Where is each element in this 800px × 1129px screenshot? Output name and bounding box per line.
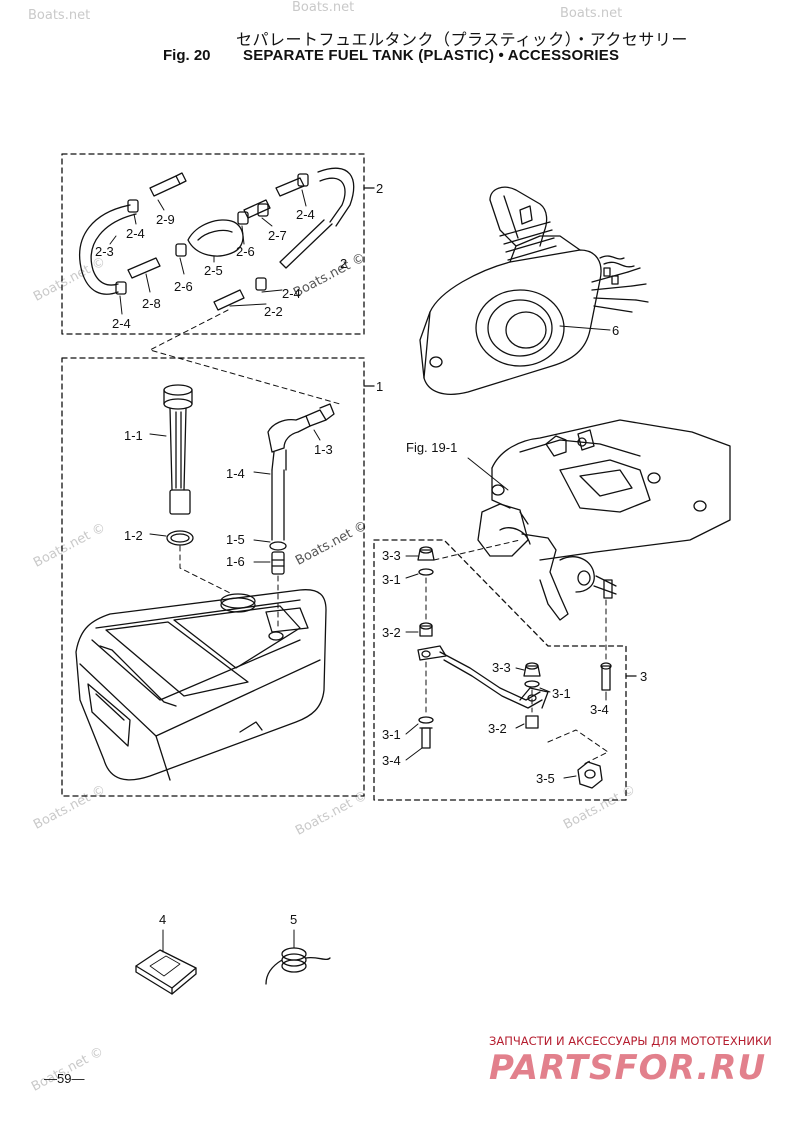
callout-3-3: 3-3 bbox=[382, 548, 401, 563]
callout-2-4: 2-4 bbox=[296, 207, 315, 222]
callout-2-7: 2-7 bbox=[268, 228, 287, 243]
leader-fig19 bbox=[467, 457, 509, 491]
callout-fig-19-1: Fig. 19-1 bbox=[406, 440, 458, 455]
watermark: Boats.net bbox=[560, 6, 623, 21]
watermark: Boats.net bbox=[292, 0, 355, 15]
fuel-gauge bbox=[163, 384, 193, 515]
callout-1-3: 1-3 bbox=[314, 442, 333, 457]
o-ring-1-2 bbox=[166, 530, 194, 546]
strainer-1-6 bbox=[271, 551, 285, 575]
leader-6 bbox=[559, 325, 611, 331]
callout-2-4: 2-4 bbox=[112, 316, 131, 331]
callout-2-5: 2-5 bbox=[204, 263, 223, 278]
callout-3-2: 3-2 bbox=[382, 625, 401, 640]
callout-3-5: 3-5 bbox=[536, 771, 555, 786]
fuel-joint bbox=[267, 403, 335, 541]
primer-bulb bbox=[187, 219, 244, 257]
callout-2-3: 2-3 bbox=[95, 244, 114, 259]
watermark: Boats.net bbox=[28, 8, 91, 23]
figure-number: Fig. 20 bbox=[163, 47, 211, 64]
callout-1-1: 1-1 bbox=[124, 428, 143, 443]
callout-2-1: 2 bbox=[340, 256, 348, 271]
fittings-group-2 bbox=[115, 172, 309, 311]
callout-6: 6 bbox=[612, 323, 620, 338]
leader-rod-upper bbox=[433, 539, 521, 561]
spring-part-5 bbox=[265, 947, 331, 985]
callout-2-4: 2-4 bbox=[282, 286, 301, 301]
remote-control-box bbox=[419, 186, 649, 395]
primer-hose-right bbox=[279, 167, 355, 269]
callout-5: 5 bbox=[290, 912, 298, 927]
callout-3-1: 3-1 bbox=[382, 727, 401, 742]
callout-2-6: 2-6 bbox=[236, 244, 255, 259]
primer-hose-left bbox=[79, 204, 137, 295]
link-rod bbox=[417, 645, 549, 709]
callout-3: 3 bbox=[640, 669, 648, 684]
callout-2: 2 bbox=[376, 181, 384, 196]
hardware-group-3 bbox=[417, 546, 612, 789]
leaders-group-1 bbox=[149, 429, 321, 563]
leader-gauge-tank bbox=[179, 545, 233, 595]
callout-2-4: 2-4 bbox=[126, 226, 145, 241]
group-2-box bbox=[61, 153, 365, 335]
callout-1-5: 1-5 bbox=[226, 532, 245, 547]
callout-1-2: 1-2 bbox=[124, 528, 143, 543]
decal-part-4 bbox=[135, 949, 197, 995]
callout-3-4: 3-4 bbox=[590, 702, 609, 717]
leaders-group-3 bbox=[405, 555, 607, 779]
group-3-box bbox=[373, 539, 627, 801]
callout-3-1: 3-1 bbox=[552, 686, 571, 701]
callout-2-8: 2-8 bbox=[142, 296, 161, 311]
callout-4: 4 bbox=[159, 912, 167, 927]
fuel-tank bbox=[75, 589, 327, 781]
callout-2-6: 2-6 bbox=[174, 279, 193, 294]
callout-3-4: 3-4 bbox=[382, 753, 401, 768]
callout-2-9: 2-9 bbox=[156, 212, 175, 227]
brand-logo: PARTSFOR.RU bbox=[489, 1048, 767, 1088]
callout-3-3: 3-3 bbox=[492, 660, 511, 675]
callout-1-6: 1-6 bbox=[226, 554, 245, 569]
group-1-box bbox=[61, 357, 365, 797]
callout-2-2: 2-2 bbox=[264, 304, 283, 319]
title-english: SEPARATE FUEL TANK (PLASTIC) • ACCESSORI… bbox=[243, 47, 620, 64]
callout-3-1: 3-1 bbox=[382, 572, 401, 587]
callout-1-4: 1-4 bbox=[226, 466, 245, 481]
o-ring-1-5 bbox=[269, 541, 287, 551]
leaders-group-2 bbox=[109, 189, 307, 315]
title-japanese: セパレートフュエルタンク（プラスティック）・アクセサリー bbox=[236, 30, 688, 49]
callout-3-2: 3-2 bbox=[488, 721, 507, 736]
callout-1: 1 bbox=[376, 379, 384, 394]
outboard-bracket bbox=[477, 419, 731, 621]
page-number: —59— bbox=[44, 1071, 85, 1086]
leader-assembly bbox=[149, 309, 341, 405]
brand-tagline: ЗАПЧАСТИ И АКСЕССУАРЫ ДЛЯ МОТОТЕХНИКИ bbox=[489, 1034, 772, 1048]
